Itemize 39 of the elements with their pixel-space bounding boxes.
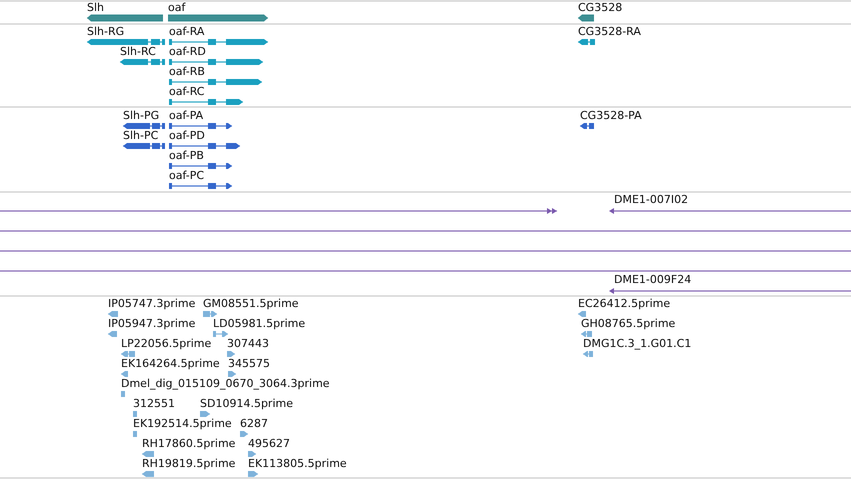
feature-label: EC26412.5prime	[578, 297, 670, 310]
feature-label: oaf-RB	[169, 65, 205, 78]
feature-label: oaf-RA	[169, 25, 204, 38]
feature-label: GM08551.5prime	[203, 297, 299, 310]
feature-label: 6287	[240, 417, 268, 430]
feature-label: oaf-RC	[169, 85, 204, 98]
feature-label: IP05947.3prime	[108, 317, 196, 330]
feature-label: CG3528	[578, 1, 622, 14]
feature-label: oaf	[168, 1, 186, 14]
feature-label: DME1-009F24	[614, 273, 692, 286]
feature-label: oaf-PD	[169, 129, 205, 142]
feature-label: RH17860.5prime	[142, 437, 236, 450]
feature-label: 307443	[227, 337, 269, 350]
feature-label: EK113805.5prime	[248, 457, 347, 470]
feature-label: oaf-PA	[169, 109, 204, 122]
feature-label: oaf-PC	[169, 169, 204, 182]
feature-label: LD05981.5prime	[213, 317, 306, 330]
feature-label: GH08765.5prime	[581, 317, 676, 330]
feature-label: Dmel_dig_015109_0670_3064.3prime	[121, 377, 330, 390]
feature-label: CG3528-PA	[580, 109, 642, 122]
feature-label: SD10914.5prime	[200, 397, 293, 410]
feature-label: LP22056.5prime	[121, 337, 212, 350]
feature-label: DME1-007I02	[614, 193, 688, 206]
feature-label: 312551	[133, 397, 175, 410]
feature-label: EK192514.5prime	[133, 417, 232, 430]
feature-label: 345575	[228, 357, 270, 370]
feature-label: 495627	[248, 437, 290, 450]
feature-label: EK164264.5prime	[121, 357, 220, 370]
feature-label: IP05747.3prime	[108, 297, 196, 310]
feature-label: RH19819.5prime	[142, 457, 236, 470]
feature-label: Slh-RC	[120, 45, 156, 58]
feature-label: oaf-PB	[169, 149, 204, 162]
feature-label: DMG1C.3_1.G01.C1	[583, 337, 692, 350]
feature-label: Slh	[87, 1, 104, 14]
feature-label: CG3528-RA	[578, 25, 641, 38]
feature-label: oaf-RD	[169, 45, 206, 58]
feature-label: Slh-PC	[123, 129, 158, 142]
feature-label: Slh-PG	[123, 109, 160, 122]
feature-label: Slh-RG	[87, 25, 124, 38]
